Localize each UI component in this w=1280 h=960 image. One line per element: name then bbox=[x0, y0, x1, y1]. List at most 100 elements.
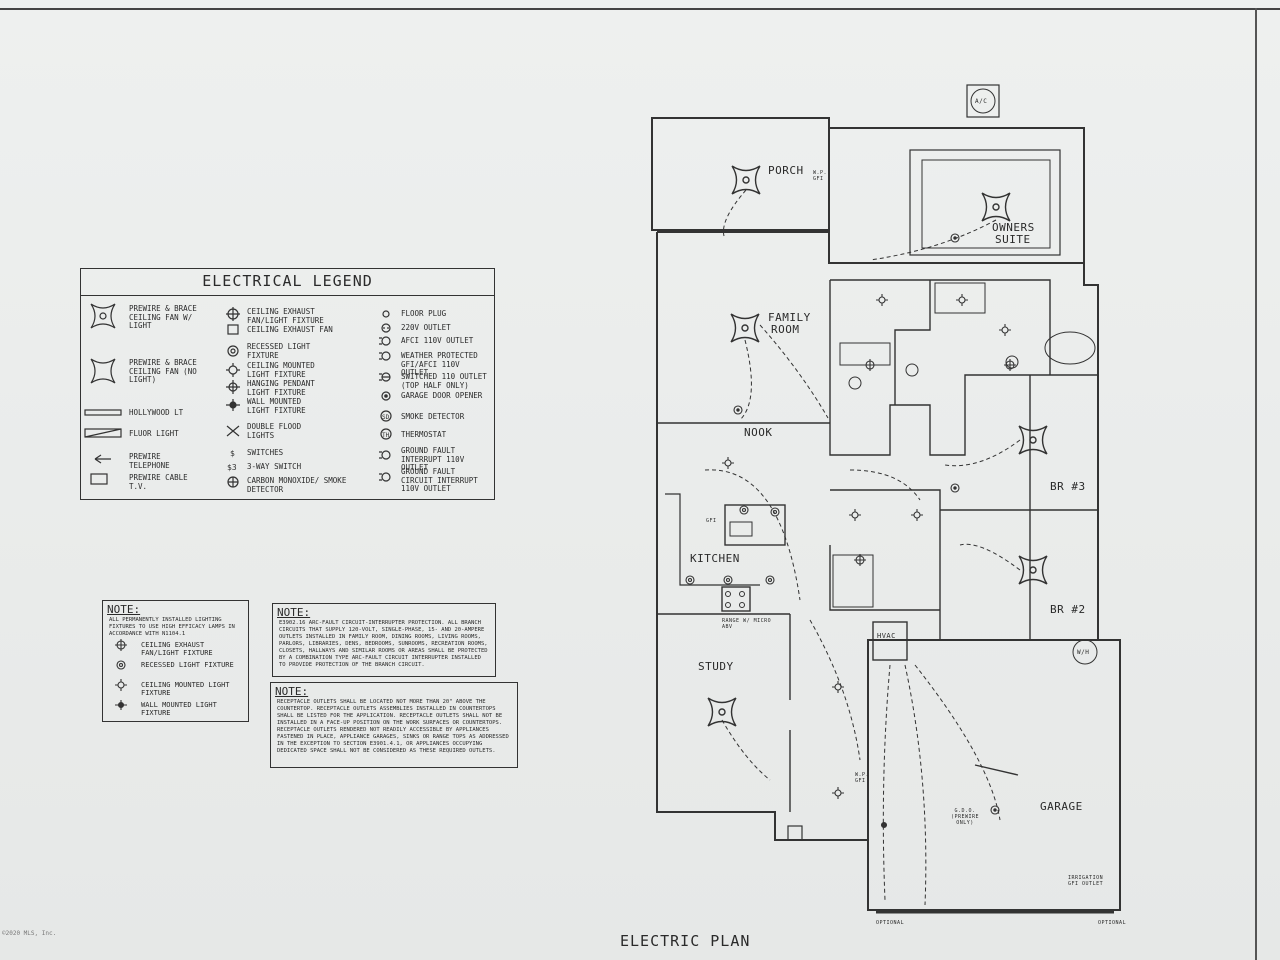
room-label-kitchen: KITCHEN bbox=[690, 552, 740, 565]
bedroom-walls bbox=[829, 375, 1098, 640]
range-burner bbox=[739, 591, 745, 597]
annotation-irrigation: IRRIGATION GFI OUTLET bbox=[1068, 875, 1104, 887]
ceiling-fan-icon bbox=[981, 192, 1011, 222]
svg-text:SD: SD bbox=[382, 414, 390, 421]
exhaust-fan-light-icon bbox=[115, 639, 127, 651]
pendant-light-icon bbox=[226, 380, 240, 394]
ceiling-light-icon bbox=[999, 324, 1011, 336]
room-label-garage: GARAGE bbox=[1040, 800, 1083, 813]
legend-recessed-label: RECESSED LIGHT FIXTURE bbox=[247, 342, 311, 360]
legend-floor-plug-label: FLOOR PLUG bbox=[401, 309, 447, 318]
hvac-box bbox=[872, 621, 908, 661]
legend-title: ELECTRICAL LEGEND bbox=[202, 272, 373, 290]
wall-light-icon bbox=[226, 399, 240, 411]
weather-outlet-icon bbox=[379, 351, 391, 361]
toilet bbox=[905, 363, 919, 377]
water-heater bbox=[1072, 639, 1098, 665]
note-arc-fault-body: E3902.16 ARC-FAULT CIRCUIT-INTERRUPTER P… bbox=[279, 620, 488, 668]
hollywood-light-icon bbox=[84, 409, 122, 416]
thermostat-icon: TH bbox=[380, 428, 392, 440]
legend-smoke-label: SMOKE DETECTOR bbox=[401, 412, 465, 421]
svg-text:TH: TH bbox=[382, 432, 390, 439]
wiring-path bbox=[721, 719, 771, 781]
exhaust-fan-light-icon bbox=[226, 307, 240, 321]
wall-light-icon bbox=[115, 700, 127, 710]
ceiling-fan-icon bbox=[730, 313, 760, 343]
ceiling-fan-icon bbox=[90, 358, 116, 384]
room-label-ac: A/C bbox=[975, 98, 988, 105]
legend-pendant-label: HANGING PENDANT LIGHT FIXTURE bbox=[247, 379, 315, 397]
ceiling-light-icon bbox=[832, 681, 844, 693]
legend-symbols: $ $3 SD TH bbox=[84, 303, 392, 488]
owners-tray-ceiling-inner bbox=[921, 159, 1051, 249]
note-lighting-efficacy: NOTE: ALL PERMANENTLY INSTALLED LIGHTING… bbox=[102, 600, 249, 722]
wiring-path bbox=[739, 339, 752, 421]
kitchen-counter bbox=[665, 493, 760, 586]
bath-walls bbox=[829, 279, 1098, 456]
ceiling-light-icon bbox=[832, 787, 844, 799]
ceiling-light-icon bbox=[849, 509, 861, 521]
wiring-path bbox=[869, 219, 997, 261]
electrical-legend: ELECTRICAL LEGEND $ $3 bbox=[80, 268, 495, 500]
wall-light-icon bbox=[880, 821, 888, 829]
wiring-path bbox=[849, 469, 921, 501]
wiring-path bbox=[704, 469, 801, 601]
annotation-wp-gfi: W.P. GFI bbox=[813, 170, 828, 182]
room-label-hvac: HVAC bbox=[877, 632, 896, 640]
note-lighting-symbols bbox=[115, 639, 127, 710]
annotation-gdo: G.D.O. (PREWIRE ONLY) bbox=[950, 808, 980, 826]
ceiling-light-icon bbox=[226, 363, 240, 377]
kitchen-range bbox=[721, 586, 751, 612]
owners-tray-ceiling bbox=[909, 149, 1061, 256]
smoke-detector-icon bbox=[950, 483, 960, 493]
cable-tv-icon bbox=[90, 473, 108, 485]
ceiling-light-icon bbox=[956, 294, 968, 306]
wiring-path bbox=[944, 439, 1021, 467]
ceiling-fan-icon bbox=[1018, 555, 1048, 585]
exhaust-fan-icon bbox=[227, 324, 239, 335]
legend-switched-label: SWITCHED 110 OUTLET (TOP HALF ONLY) bbox=[401, 372, 487, 390]
note-receptacle: NOTE: RECEPTACLE OUTLETS SHALL BE LOCATE… bbox=[270, 682, 518, 768]
garage-opener-icon bbox=[381, 391, 391, 401]
smoke-detector-icon bbox=[733, 405, 743, 415]
room-label-porch: PORCH bbox=[768, 164, 804, 177]
ceiling-fan-light-icon bbox=[90, 303, 116, 329]
exhaust-fan-light-icon bbox=[854, 554, 866, 566]
wiring-path bbox=[959, 543, 1021, 571]
smoke-detector-icon bbox=[950, 233, 960, 243]
gfci-outlet-icon bbox=[379, 472, 391, 482]
note-receptacle-body: RECEPTACLE OUTLETS SHALL BE LOCATED NOT … bbox=[277, 699, 509, 754]
fluor-light-icon bbox=[84, 428, 122, 438]
range-burner bbox=[725, 591, 731, 597]
room-label-family: FAMILY bbox=[768, 311, 811, 324]
garden-tub bbox=[1044, 331, 1096, 365]
three-way-switch-icon: $3 bbox=[227, 463, 237, 472]
legend-thermostat-label: THERMOSTAT bbox=[401, 430, 447, 439]
owners-suite-outline bbox=[828, 127, 1085, 264]
wiring-path bbox=[914, 664, 1001, 821]
legend-afci-label: AFCI 110V OUTLET bbox=[401, 336, 474, 345]
ceiling-light-icon bbox=[722, 457, 734, 469]
room-label-nook: NOOK bbox=[744, 426, 773, 439]
ceiling-fan-icon bbox=[707, 697, 737, 727]
wiring-path bbox=[882, 664, 891, 901]
recessed-light-icon bbox=[116, 660, 126, 670]
legend-co-smoke-label: CARBON MONOXIDE/ SMOKE DETECTOR bbox=[247, 476, 347, 494]
legend-gfci-label: GROUND FAULT CIRCUIT INTERRUPT 110V OUTL… bbox=[401, 467, 478, 493]
kitchen-sink bbox=[729, 521, 753, 537]
recessed-light-icon bbox=[770, 507, 780, 517]
note-lighting-item-2: RECESSED LIGHT FIXTURE bbox=[141, 661, 234, 669]
co-smoke-detector-icon bbox=[227, 476, 239, 488]
gfi-outlet-icon bbox=[379, 450, 391, 460]
annotation-optional-left: OPTIONAL bbox=[876, 920, 905, 926]
legend-hollywood-label: HOLLYWOOD LT bbox=[129, 408, 184, 417]
wiring-path bbox=[904, 664, 927, 906]
ac-unit-circle bbox=[970, 88, 996, 114]
recessed-light-icon bbox=[765, 575, 775, 585]
room-label-suite: SUITE bbox=[995, 233, 1031, 246]
annotation-wp-gfi-front: W.P. GFI bbox=[855, 772, 870, 784]
ac-unit bbox=[966, 84, 1000, 118]
legend-cable-label: PREWIRE CABLE T.V. bbox=[129, 473, 188, 491]
legend-ceiling-light-label: CEILING MOUNTED LIGHT FIXTURE bbox=[247, 361, 315, 379]
legend-gfi-label: GROUND FAULT INTERRUPT 110V OUTLET bbox=[401, 446, 465, 472]
